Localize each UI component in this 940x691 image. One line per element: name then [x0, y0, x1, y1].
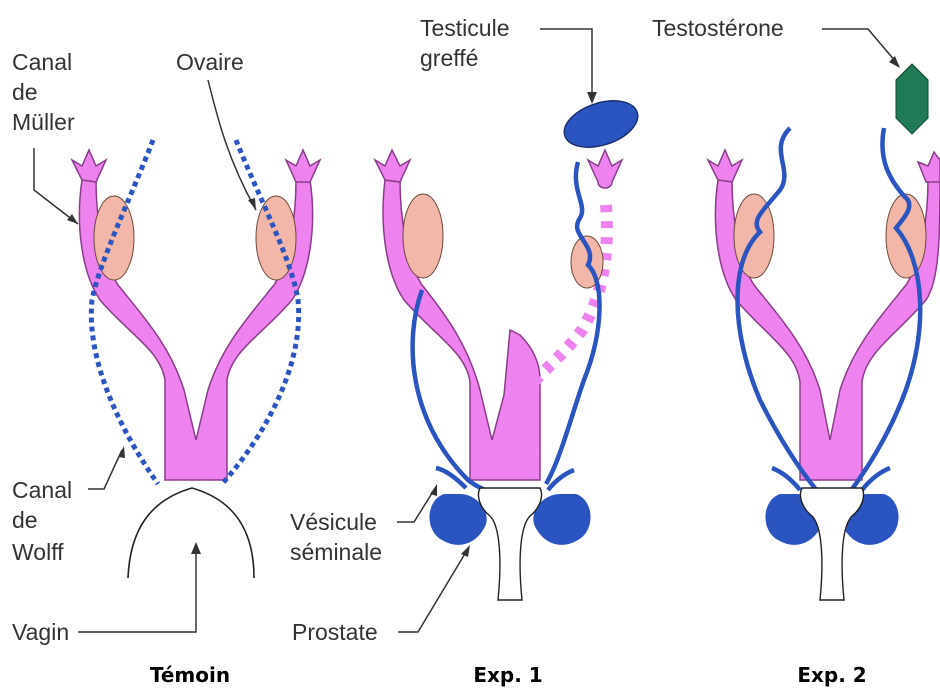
label-ovaire: Ovaire	[176, 49, 244, 75]
panel-exp3	[708, 64, 940, 600]
caption-exp1: Exp. 1	[473, 663, 542, 687]
label-prostate: Prostate	[292, 619, 378, 645]
captions: Témoin Exp. 1 Exp. 2	[150, 663, 867, 687]
prostate-exp1	[429, 488, 590, 600]
label-testicule-greffe-2: greffé	[420, 45, 478, 71]
label-canal-muller-1: Canal	[12, 49, 72, 75]
label-canal-muller-3: Müller	[12, 109, 75, 135]
label-testicule-greffe-1: Testicule	[420, 15, 509, 41]
label-vesicule-seminale-2: séminale	[290, 539, 382, 565]
testosterone-hexagon	[896, 64, 928, 134]
muller-duct-exp1	[375, 150, 622, 480]
label-testosterone: Testostérone	[652, 15, 784, 41]
label-canal-muller-2: de	[12, 79, 38, 105]
panel-exp1	[375, 92, 644, 600]
label-canal-wolff-1: Canal	[12, 477, 72, 503]
label-vagin: Vagin	[12, 619, 69, 645]
caption-exp2: Exp. 2	[797, 663, 866, 687]
vagina-outline	[128, 488, 254, 578]
prostate-exp2	[765, 488, 898, 600]
caption-temoin: Témoin	[150, 663, 230, 687]
grafted-testis	[558, 92, 643, 155]
label-canal-wolff-3: Wolff	[12, 539, 64, 565]
label-canal-wolff-2: de	[12, 507, 38, 533]
panel-temoin	[72, 140, 320, 578]
label-vesicule-seminale-1: Vésicule	[290, 509, 377, 535]
ovary-left-exp1	[403, 194, 443, 278]
ovary-right-exp2	[886, 194, 926, 278]
labels: Canal de Müller Ovaire Canal de Wolff Va…	[12, 15, 784, 645]
